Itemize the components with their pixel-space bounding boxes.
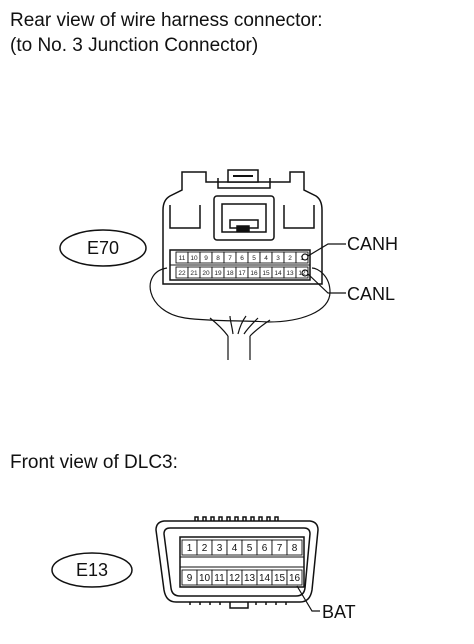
e70-pin-number-3: 3 (276, 255, 280, 262)
e13-id-label: E13 (76, 560, 108, 580)
e13-connector-badge: E13 (51, 552, 133, 588)
canh-label: CANH (347, 234, 398, 254)
e70-wire-strands (209, 315, 271, 337)
e70-pin-number-14: 14 (274, 270, 282, 277)
e13-pin-number-3: 3 (217, 543, 223, 554)
e70-pin-number-15: 15 (262, 270, 270, 277)
e13-pin-cell-8 (286, 539, 303, 556)
canh-leader (301, 243, 346, 261)
e70-pin-number-22: 22 (178, 270, 186, 277)
e13-pin-number-6: 6 (262, 543, 268, 554)
e70-pin-number-6: 6 (240, 255, 244, 262)
e13-pin-number-16: 16 (289, 573, 301, 584)
e70-tab-left (169, 205, 201, 229)
e13-bottom-ribs (189, 602, 287, 605)
e70-housing (162, 171, 323, 285)
e13-pin-number-14: 14 (259, 573, 271, 584)
canl-label: CANL (347, 284, 395, 304)
e70-pin-number-4: 4 (264, 255, 268, 262)
e70-pin-number-9: 9 (204, 255, 208, 262)
e70-pin-number-10: 10 (190, 255, 198, 262)
e70-pin-number-20: 20 (202, 270, 210, 277)
e13-pin-number-4: 4 (232, 543, 238, 554)
e70-id-label: E70 (87, 238, 119, 258)
e13-pin-number-12: 12 (229, 573, 241, 584)
e70-lock-outer (217, 178, 271, 189)
e70-pin-number-7: 7 (228, 255, 232, 262)
connector-e13 (155, 516, 319, 609)
e70-latch-inner (221, 203, 267, 233)
e70-harness-loop (149, 267, 331, 323)
e70-tab-right (283, 205, 315, 229)
canl-leader (301, 269, 346, 294)
e13-housing-inner (163, 527, 311, 597)
e13-key-tab (229, 602, 249, 609)
caption-front-view: Front view of DLC3: (10, 452, 178, 473)
e13-pin-number-9: 9 (187, 573, 193, 584)
e70-pin-number-16: 16 (250, 270, 258, 277)
e70-latch (213, 195, 275, 241)
e13-pin-number-2: 2 (202, 543, 208, 554)
e13-pin-cell-16 (286, 569, 303, 586)
bat-leader (296, 585, 320, 612)
e13-pin-number-15: 15 (274, 573, 286, 584)
e70-pin-number-21: 21 (190, 270, 198, 277)
e13-pin-number-8: 8 (292, 543, 298, 554)
e70-pin-number-2: 2 (288, 255, 292, 262)
e13-top-ribs (194, 516, 279, 521)
e70-wire-harness (149, 267, 331, 360)
e70-pin-number-18: 18 (226, 270, 234, 277)
e13-pin-number-13: 13 (244, 573, 256, 584)
e13-pin-number-10: 10 (199, 573, 211, 584)
bat-label: BAT (322, 602, 356, 622)
e70-pin-number-17: 17 (238, 270, 246, 277)
e13-housing-outer (155, 520, 319, 603)
e13-pin-number-11: 11 (214, 573, 225, 584)
e13-pin-number-5: 5 (247, 543, 253, 554)
e70-pin-number-13: 13 (286, 270, 294, 277)
e70-latch-key (236, 225, 250, 232)
e13-pin-number-1: 1 (187, 543, 193, 554)
e70-pin-number-19: 19 (214, 270, 222, 277)
caption-rear-view-line1: Rear view of wire harness connector: (10, 10, 323, 31)
e70-connector-badge: E70 (59, 229, 147, 267)
e13-pin-number-7: 7 (277, 543, 283, 554)
e70-pin-number-8: 8 (216, 255, 220, 262)
e70-pin-number-11: 11 (179, 255, 186, 262)
e70-pin-number-5: 5 (252, 255, 256, 262)
caption-rear-view-line2: (to No. 3 Junction Connector) (10, 35, 259, 56)
